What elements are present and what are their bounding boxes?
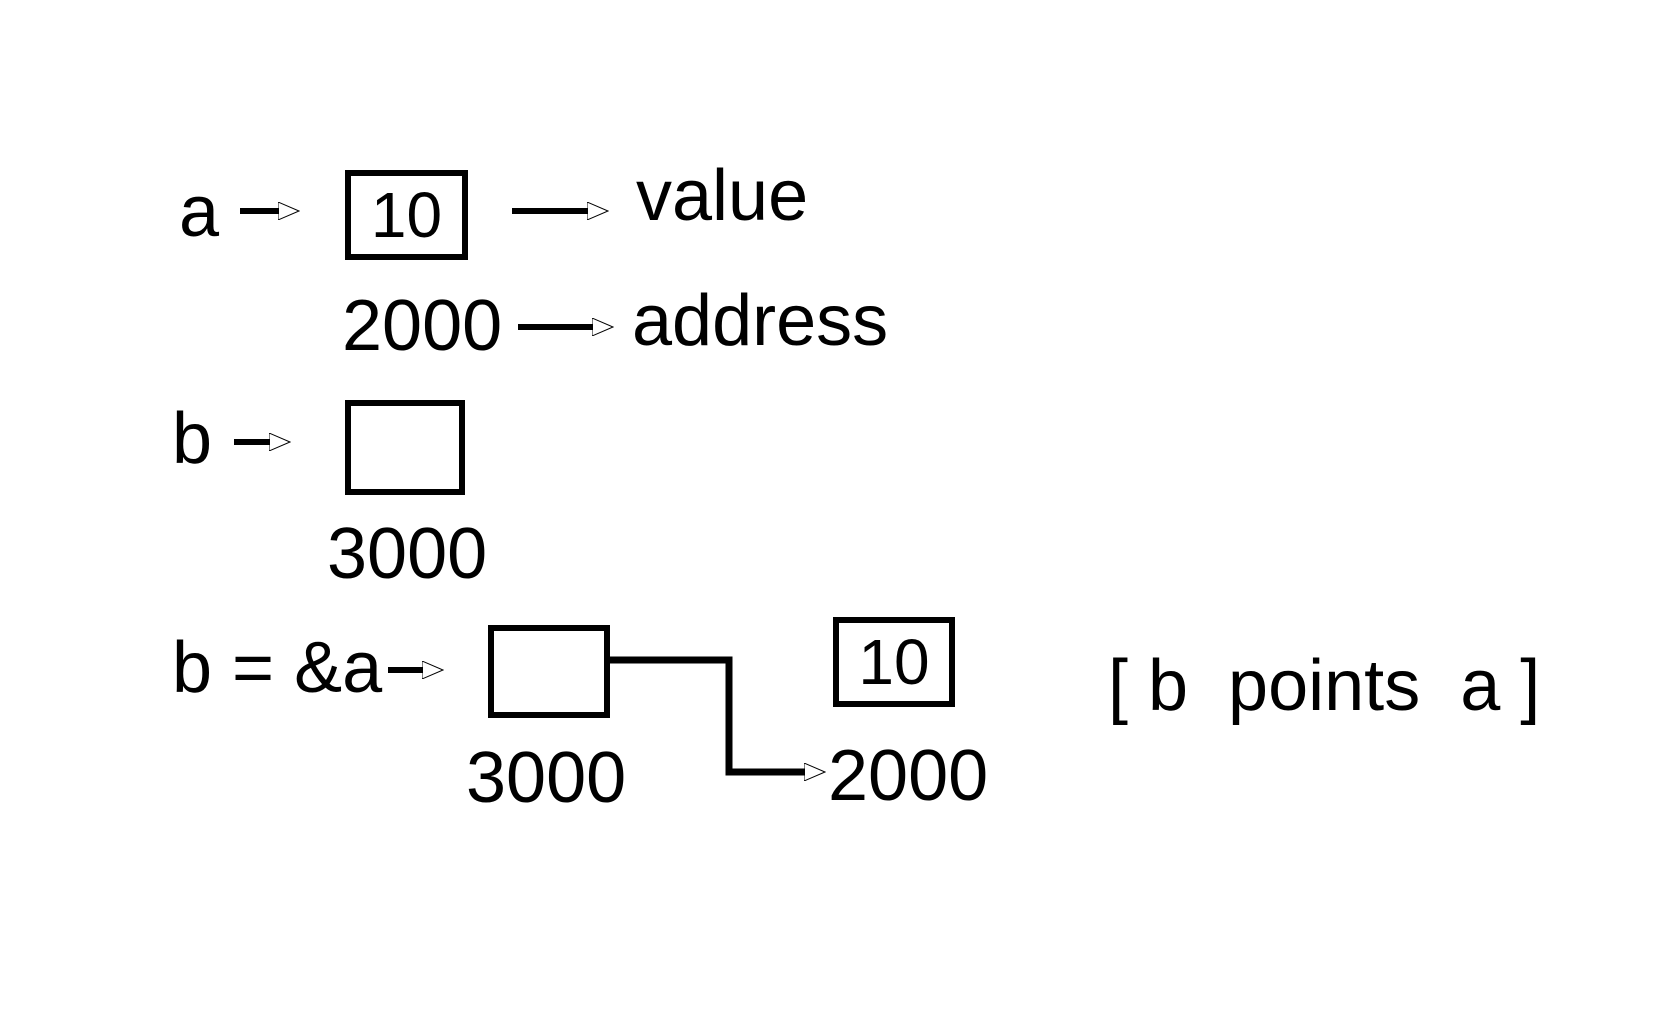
- b-value-box: [345, 400, 465, 495]
- pointer-connector-arrow-icon: [610, 656, 805, 772]
- a-value-box: 10: [345, 170, 468, 260]
- a-address-label: 2000: [342, 286, 503, 366]
- value-caption: value: [636, 156, 809, 236]
- b-address-label: 3000: [327, 514, 488, 594]
- target-address-label: 2000: [828, 736, 989, 816]
- a-box-value: 10: [370, 179, 443, 251]
- pointer-address-label: 3000: [466, 738, 627, 818]
- note-label: [ b points a ]: [1108, 646, 1541, 726]
- var-b-label: b: [172, 399, 213, 479]
- target-box-value: 10: [858, 626, 930, 698]
- target-value-box: 10: [833, 617, 955, 707]
- b-pointer-box: [488, 625, 610, 718]
- var-a-label: a: [179, 172, 220, 252]
- address-caption: address: [632, 281, 889, 361]
- assign-expr-label: b = &a: [172, 628, 383, 708]
